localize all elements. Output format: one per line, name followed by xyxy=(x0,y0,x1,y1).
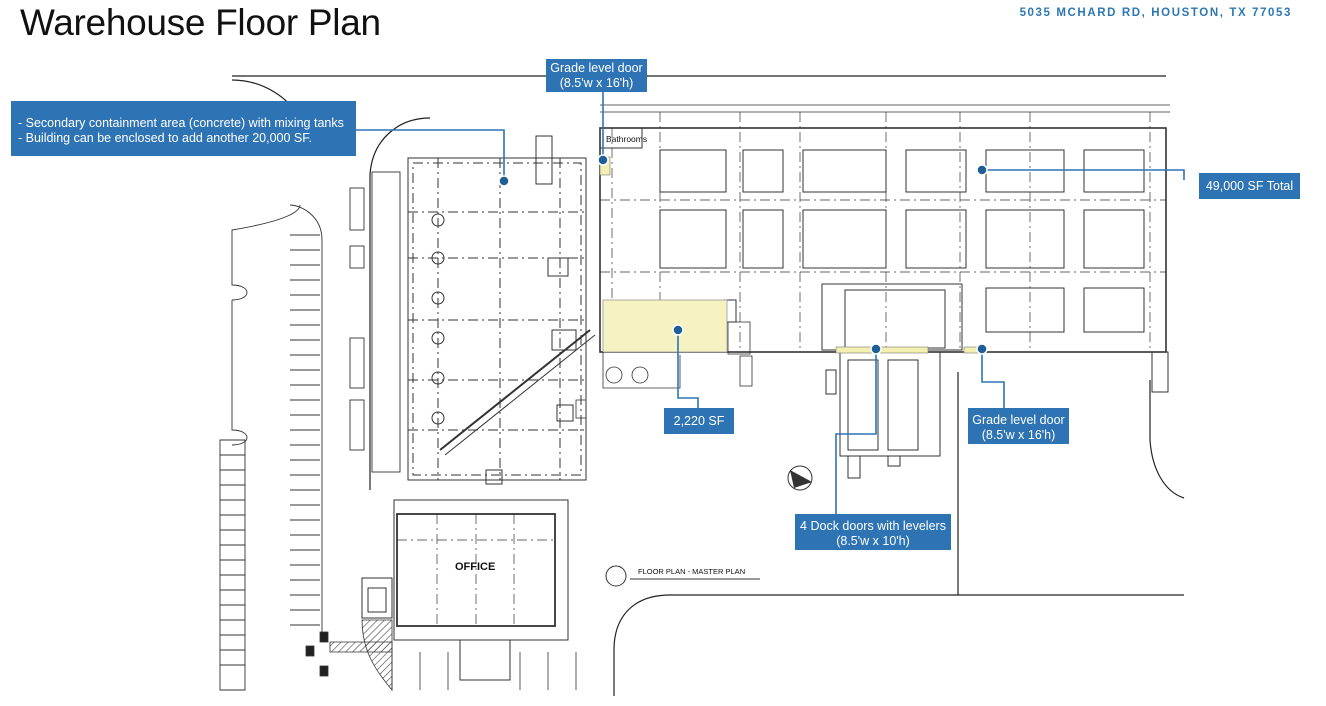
callout-small-area-sf: 2,220 SF xyxy=(664,408,734,434)
page-title: Warehouse Floor Plan xyxy=(20,2,381,43)
callout-dock-doors-line2: (8.5'w x 10'h) xyxy=(836,534,910,548)
callout-dock-doors-line1: 4 Dock doors with levelers xyxy=(800,519,946,533)
callout-dock-doors: 4 Dock doors with levelers (8.5'w x 10'h… xyxy=(795,514,951,550)
property-address: 5035 MCHARD RD, HOUSTON, TX 77053 xyxy=(1019,7,1292,19)
callout-grade-door-right: Grade level door (8.5'w x 16'h) xyxy=(968,408,1069,444)
callout-grade-door-right-line1: Grade level door xyxy=(972,413,1065,427)
loading-platform xyxy=(349,171,401,473)
small-area-details xyxy=(575,321,753,419)
callout-small-area-sf-text: 2,220 SF xyxy=(673,414,725,428)
callout-containment-line2: - Building can be enclosed to add anothe… xyxy=(18,131,312,145)
parking-stalls xyxy=(219,204,323,691)
north-arrow-icon xyxy=(787,465,813,491)
callout-grade-door-top-line1: Grade level door xyxy=(550,61,643,75)
parking-bottom xyxy=(305,631,577,690)
floor-plan-label: FLOOR PLAN - MASTER PLAN xyxy=(638,567,745,576)
callout-total-sf: 49,000 SF Total xyxy=(1199,173,1300,199)
office-label: OFFICE xyxy=(455,561,495,573)
callout-grade-door-top-line2: (8.5'w x 16'h) xyxy=(559,76,634,90)
callout-leaders xyxy=(356,92,1185,518)
callout-containment: - Secondary containment area (concrete) … xyxy=(11,101,356,156)
site-boundary xyxy=(231,75,1185,696)
bathrooms-label: Bathrooms xyxy=(606,134,647,144)
callout-containment-line1: - Secondary containment area (concrete) … xyxy=(18,116,344,130)
callout-grade-door-top: Grade level door (8.5'w x 16'h) xyxy=(546,59,647,92)
highlight-area-2220 xyxy=(602,299,728,353)
hatched-ramp xyxy=(361,619,393,692)
processing-building xyxy=(407,135,596,485)
callout-total-sf-text: 49,000 SF Total xyxy=(1205,179,1294,193)
floor-plan-title-mark xyxy=(605,565,760,587)
dock-door-highlight xyxy=(835,346,929,354)
office-building xyxy=(361,499,569,681)
callout-grade-door-right-line2: (8.5'w x 16'h) xyxy=(981,428,1056,442)
callout-markers xyxy=(498,154,988,355)
